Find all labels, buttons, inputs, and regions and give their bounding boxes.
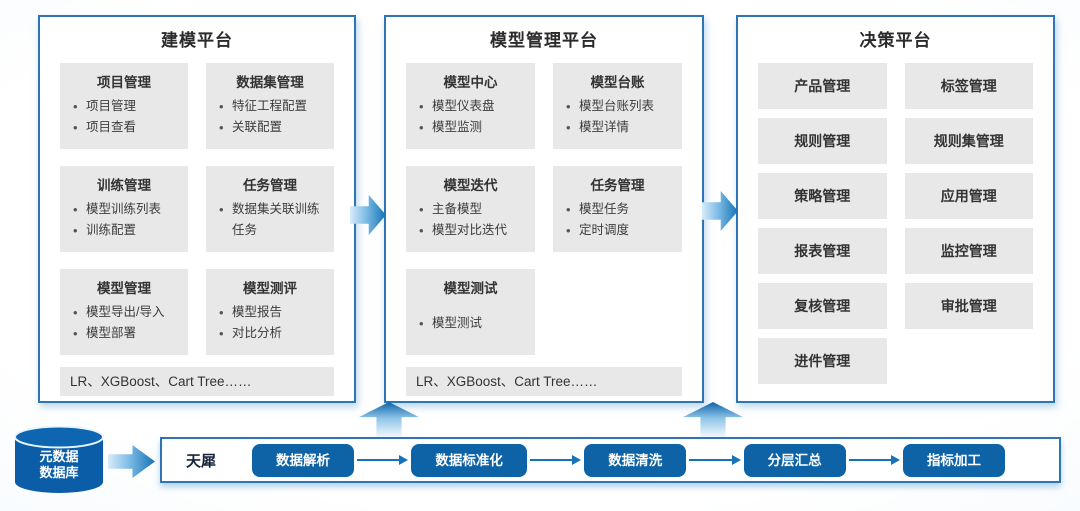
bullet-item: 模型监测	[419, 117, 535, 138]
flow-arrow-icon	[529, 455, 582, 465]
algorithms-bar: LR、XGBoost、Cart Tree……	[406, 367, 682, 396]
flow-arrow-icon	[848, 455, 901, 465]
pipeline-step-layered-summary: 分层汇总	[743, 443, 846, 477]
tile-monitor-mgmt: 监控管理	[904, 228, 1033, 274]
database-cylinder-icon: 元数据 数据库	[14, 426, 104, 494]
bullet-item: 模型部署	[73, 323, 188, 344]
bullet-item: 模型台账列表	[566, 96, 682, 117]
platform-title: 决策平台	[859, 31, 932, 50]
tile-review-mgmt: 复核管理	[758, 283, 887, 329]
bullet-item: 数据集关联训练任务	[219, 199, 334, 241]
bullet-item: 模型对比迭代	[419, 220, 535, 241]
bullet-item: 特征工程配置	[219, 96, 334, 117]
tile-label-mgmt: 标签管理	[904, 63, 1033, 109]
card-model-testing: 模型测试 模型测试	[406, 269, 535, 355]
arrow-datasource-to-pipeline-icon	[108, 445, 155, 478]
tile-intake-mgmt: 进件管理	[758, 338, 887, 384]
pipeline-label: 天犀	[186, 452, 217, 470]
bullet-item: 模型报告	[219, 302, 334, 323]
tile-strategy-mgmt: 策略管理	[758, 173, 887, 219]
arrow-up-left-icon	[359, 402, 419, 438]
card-model-center: 模型中心 模型仪表盘 模型监测	[406, 63, 535, 149]
bullet-item: 训练配置	[73, 220, 188, 241]
tile-rule-mgmt: 规则管理	[758, 118, 887, 164]
bullet-item: 模型导出/导入	[73, 302, 188, 323]
flow-arrow-icon	[689, 455, 741, 465]
platform-decision: 决策平台 产品管理 标签管理 规则管理 规则集管理 策略管理 应用管理 报表管理…	[736, 15, 1055, 403]
bullet-item: 项目查看	[73, 117, 188, 138]
card-grid: 项目管理 项目管理 项目查看 数据集管理 特征工程配置 关联配置 训练管理 模型…	[60, 63, 334, 355]
pipeline-step-data-parse: 数据解析	[252, 443, 355, 477]
bullet-item: 模型训练列表	[73, 199, 188, 220]
bullet-item: 主备模型	[419, 199, 535, 220]
card-model-iteration: 模型迭代 主备模型 模型对比迭代	[406, 166, 535, 252]
platform-title: 模型管理平台	[490, 31, 598, 50]
bullet-item: 模型仪表盘	[419, 96, 535, 117]
bullet-item: 模型任务	[566, 199, 682, 220]
bullet-item: 对比分析	[219, 323, 334, 344]
datasource-label: 元数据 数据库	[39, 449, 79, 480]
pipeline-step-metric-processing: 指标加工	[903, 443, 1006, 477]
card-grid: 模型中心 模型仪表盘 模型监测 模型台账 模型台账列表 模型详情 模型迭代 主备…	[406, 63, 682, 355]
algorithms-bar: LR、XGBoost、Cart Tree……	[60, 367, 334, 396]
platform-modeling: 建模平台 项目管理 项目管理 项目查看 数据集管理 特征工程配置 关联配置 训练…	[38, 15, 356, 403]
card-task-scheduling: 任务管理 模型任务 定时调度	[553, 166, 682, 252]
tile-product-mgmt: 产品管理	[758, 63, 887, 109]
card-task-mgmt: 任务管理 数据集关联训练任务	[206, 166, 334, 252]
tile-ruleset-mgmt: 规则集管理	[904, 118, 1033, 164]
bullet-item: 项目管理	[73, 96, 188, 117]
tile-report-mgmt: 报表管理	[758, 228, 887, 274]
card-training-mgmt: 训练管理 模型训练列表 训练配置	[60, 166, 188, 252]
card-model-mgmt: 模型管理 模型导出/导入 模型部署	[60, 269, 188, 355]
card-model-evaluation: 模型测评 模型报告 对比分析	[206, 269, 334, 355]
bullet-item: 模型测试	[419, 313, 535, 334]
pipeline-container: 天犀 数据解析 数据标准化 数据清洗 分层汇总 指标加工	[160, 437, 1061, 483]
pipeline-step-data-clean: 数据清洗	[584, 443, 687, 477]
pipeline-step-data-standardize: 数据标准化	[411, 443, 527, 477]
card-project-mgmt: 项目管理 项目管理 项目查看	[60, 63, 188, 149]
bullet-item: 定时调度	[566, 220, 682, 241]
arrow-up-right-icon	[683, 402, 743, 438]
platform-model-management: 模型管理平台 模型中心 模型仪表盘 模型监测 模型台账 模型台账列表 模型详情 …	[384, 15, 704, 403]
flow-arrow-icon	[357, 455, 409, 465]
bullet-item: 模型详情	[566, 117, 682, 138]
platform-title: 建模平台	[161, 31, 233, 50]
arrow-right-p2-to-p3-icon	[702, 191, 738, 231]
card-dataset-mgmt: 数据集管理 特征工程配置 关联配置	[206, 63, 334, 149]
bullet-item: 关联配置	[219, 117, 334, 138]
card-model-ledger: 模型台账 模型台账列表 模型详情	[553, 63, 682, 149]
tile-grid: 产品管理 标签管理 规则管理 规则集管理 策略管理 应用管理 报表管理 监控管理…	[758, 63, 1033, 384]
tile-application-mgmt: 应用管理	[904, 173, 1033, 219]
tile-approval-mgmt: 审批管理	[904, 283, 1033, 329]
